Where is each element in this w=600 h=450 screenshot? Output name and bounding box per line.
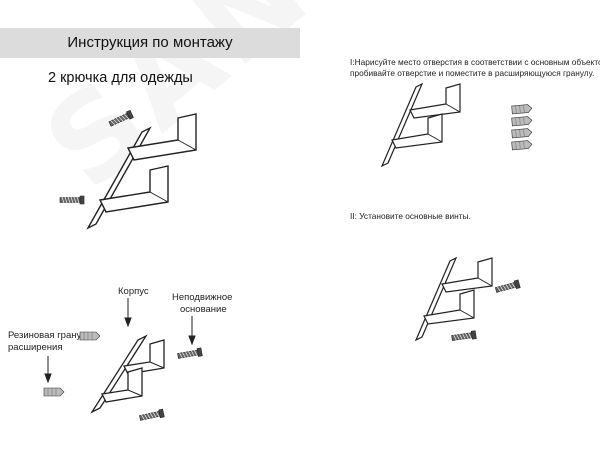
step2-illustration xyxy=(414,256,521,343)
header-bar: Инструкция по монтажу xyxy=(0,28,300,58)
label-anchor-line1: Резиновая гранула xyxy=(8,330,92,341)
label-anchor-line2: расширения xyxy=(8,342,63,353)
label-arrows xyxy=(44,298,196,384)
label-body: Корпус xyxy=(118,286,149,297)
label-base-line2: основание xyxy=(180,304,227,315)
label-base-line1: Неподвижное xyxy=(172,292,233,303)
hook-exploded-illustration xyxy=(43,331,203,423)
step1-text-line1: I:Нарисуйте место отверстия в соответств… xyxy=(350,57,600,67)
page-title: Инструкция по монтажу xyxy=(67,34,233,51)
step1-text-line2: пробивайте отверстие и поместите в расши… xyxy=(350,68,595,78)
step2-text: II: Установите основные винты. xyxy=(350,211,471,221)
hook-assembled-illustration xyxy=(59,109,197,230)
step1-illustration xyxy=(380,82,533,168)
product-subtitle: 2 крючка для одежды xyxy=(48,70,193,86)
